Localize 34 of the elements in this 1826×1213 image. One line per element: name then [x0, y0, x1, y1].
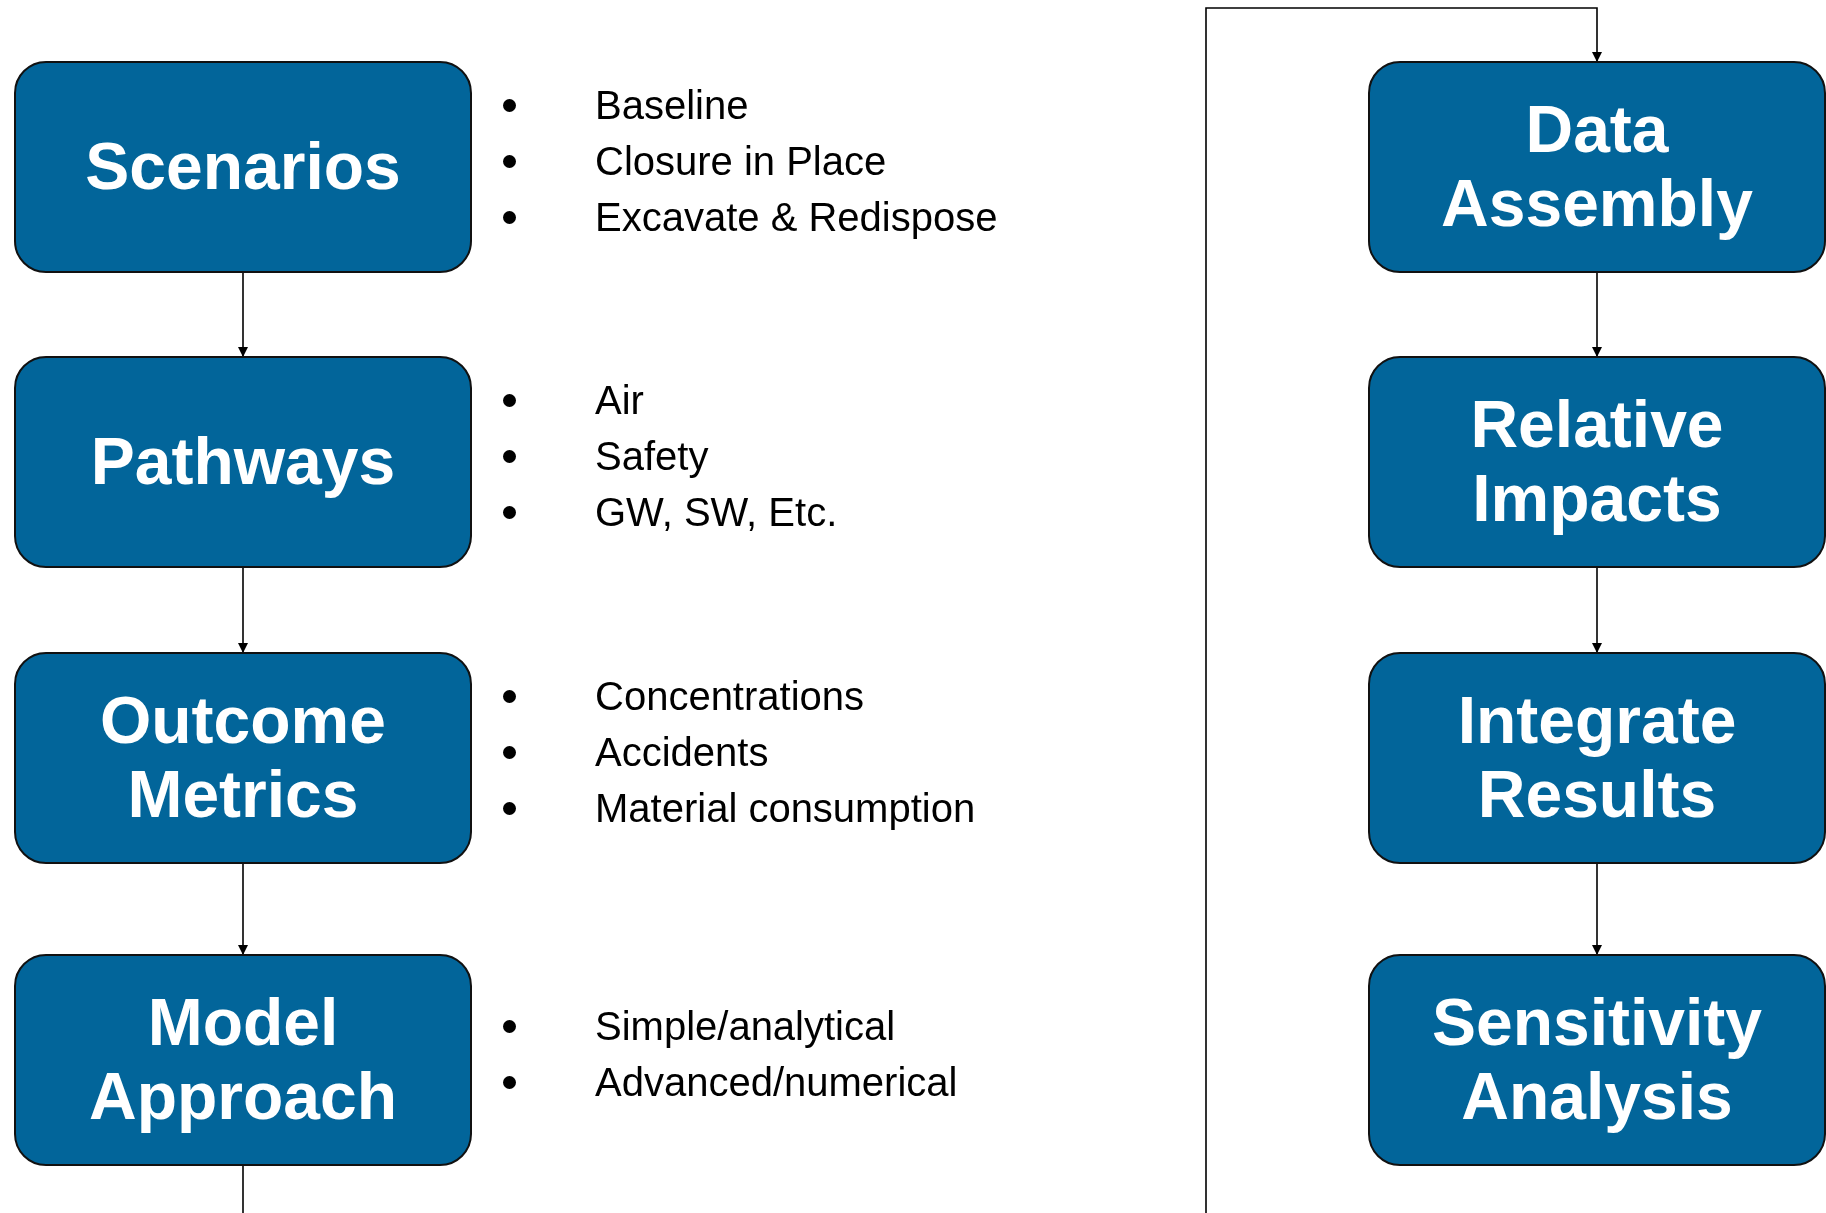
process-box	[14, 61, 472, 273]
box-title: Scenarios	[85, 130, 401, 204]
box-title: Pathways	[90, 425, 396, 499]
bullet-item: GW, SW, Etc.	[503, 484, 838, 540]
process-box	[1368, 954, 1826, 1166]
box-title: Relative Impacts	[1469, 388, 1725, 536]
arrow	[1592, 272, 1602, 357]
bullet-item: Safety	[503, 428, 838, 484]
box-title: Sensitivity Analysis	[1430, 986, 1764, 1134]
arrow	[238, 863, 248, 955]
box-title: Integrate Results	[1456, 684, 1738, 832]
bullet-item: Accidents	[503, 724, 976, 780]
box-title: Data Assembly	[1440, 93, 1754, 241]
process-box	[1368, 356, 1826, 568]
box-title: Outcome Metrics	[98, 684, 387, 832]
bullet-item: Advanced/numerical	[503, 1054, 958, 1110]
arrow	[1205, 7, 1602, 1213]
bullet-item: Material consumption	[503, 780, 976, 836]
arrow	[1592, 863, 1602, 955]
arrow	[238, 272, 248, 357]
bullet-item: Closure in Place	[503, 133, 998, 189]
arrow	[1592, 567, 1602, 653]
process-box	[1368, 652, 1826, 864]
bullet-item: Air	[503, 372, 838, 428]
process-box	[1368, 61, 1826, 273]
box-title: Model Approach	[88, 986, 398, 1134]
bullet-item: Concentrations	[503, 668, 976, 724]
bullet-item: Excavate & Redispose	[503, 189, 998, 245]
bullet-item: Simple/analytical	[503, 998, 958, 1054]
process-box	[14, 954, 472, 1166]
arrow	[238, 567, 248, 653]
bullet-item: Baseline	[503, 77, 998, 133]
process-box	[14, 652, 472, 864]
process-box	[14, 356, 472, 568]
